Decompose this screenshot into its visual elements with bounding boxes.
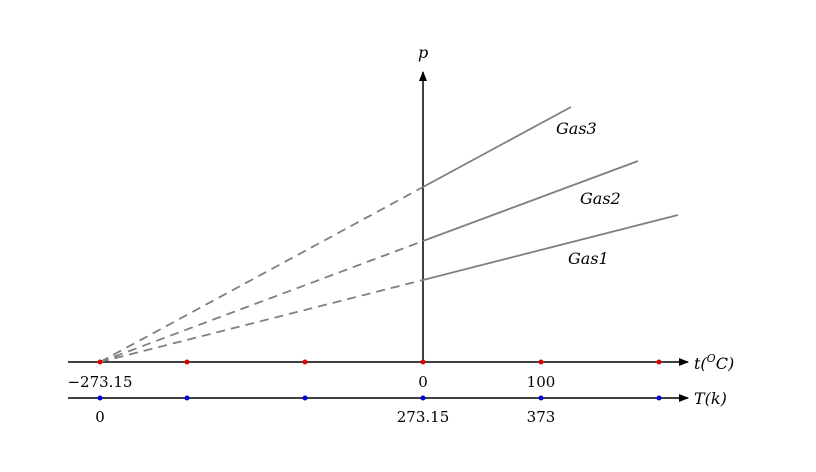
- gas3-extrapolated-line: [99, 186, 424, 363]
- gas1-label: Gas1: [568, 249, 609, 268]
- kelvin-axis-label: T(k): [694, 389, 727, 408]
- celsius-axis-label: t(OC): [694, 352, 734, 373]
- celsius-dot: [538, 359, 544, 365]
- celsius-dot: [420, 359, 426, 365]
- kelvin-dot: [538, 395, 544, 401]
- celsius-tick-dots: [97, 359, 662, 365]
- gas1-measured-line: [422, 214, 679, 281]
- celsius-dot: [184, 359, 190, 365]
- gas1-extrapolated-line: [99, 279, 424, 363]
- kelvin-tick-label-freezing: 273.15: [397, 408, 450, 426]
- celsius-tick-label-hundred: 100: [527, 373, 556, 391]
- gas3-label: Gas3: [556, 119, 597, 138]
- kelvin-dot: [302, 395, 308, 401]
- celsius-tick-label-zero: 0: [418, 373, 428, 391]
- kelvin-tick-dots: [97, 395, 662, 401]
- kelvin-dot: [97, 395, 103, 401]
- gas2-extrapolated-line: [99, 240, 424, 363]
- kelvin-dot: [420, 395, 426, 401]
- gas2-measured-line: [422, 160, 639, 242]
- celsius-dot: [656, 359, 662, 365]
- kelvin-tick-label-zero: 0: [95, 408, 105, 426]
- kelvin-dot: [184, 395, 190, 401]
- pressure-axis-label: p: [418, 43, 428, 62]
- gas3-measured-line: [422, 106, 572, 188]
- gas2-label: Gas2: [580, 189, 621, 208]
- kelvin-dot: [656, 395, 662, 401]
- celsius-tick-label-absolute-zero: −273.15: [67, 373, 132, 391]
- kelvin-tick-label-boiling: 373: [527, 408, 556, 426]
- celsius-dot: [302, 359, 308, 365]
- celsius-dot: [97, 359, 103, 365]
